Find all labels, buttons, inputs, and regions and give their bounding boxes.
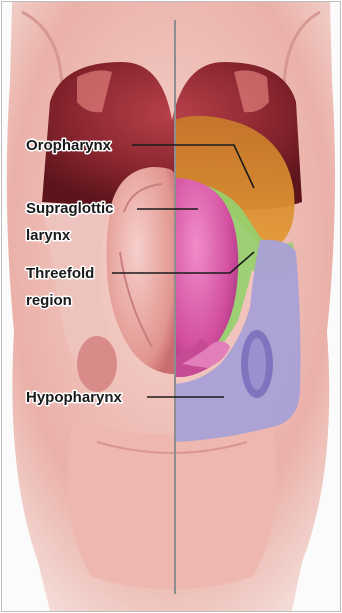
label-threefold-line1: Threefold: [26, 265, 94, 282]
label-threefold-line2: region: [26, 292, 72, 309]
lower-pharynx: [68, 422, 277, 590]
label-oropharynx: Oropharynx: [26, 137, 112, 154]
label-supraglottic-line1: Supraglottic: [26, 200, 114, 217]
left-piriform-recess: [77, 336, 117, 392]
label-hypopharynx: Hypopharynx: [26, 389, 123, 406]
right-piriform-inner: [248, 338, 266, 390]
label-supraglottic-line2: larynx: [26, 227, 71, 244]
